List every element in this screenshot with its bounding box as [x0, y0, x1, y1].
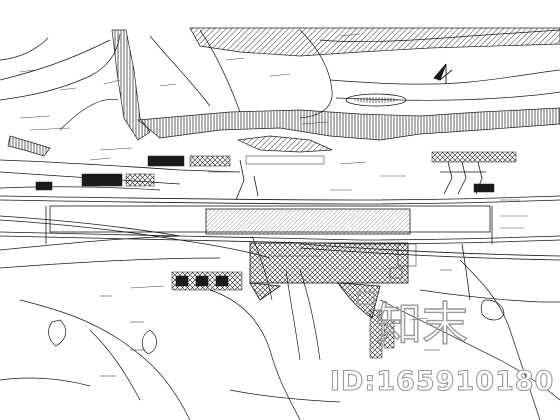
station-platform — [45, 205, 493, 319]
support-structures — [235, 159, 486, 301]
annotation-marks — [19, 33, 528, 377]
pond-fill — [354, 97, 398, 103]
building-blocks — [35, 151, 517, 359]
zhimo-logo-icon: 知末 — [357, 291, 469, 352]
terrain-contours — [0, 29, 560, 420]
slope-hatching — [7, 27, 560, 157]
railway-tracks — [0, 159, 560, 261]
pond-outline — [345, 93, 407, 107]
north-arrow-icon — [433, 63, 453, 84]
watermark-logo: 知末 — [376, 297, 468, 351]
watermark-id: ID:165910180 — [330, 366, 554, 397]
